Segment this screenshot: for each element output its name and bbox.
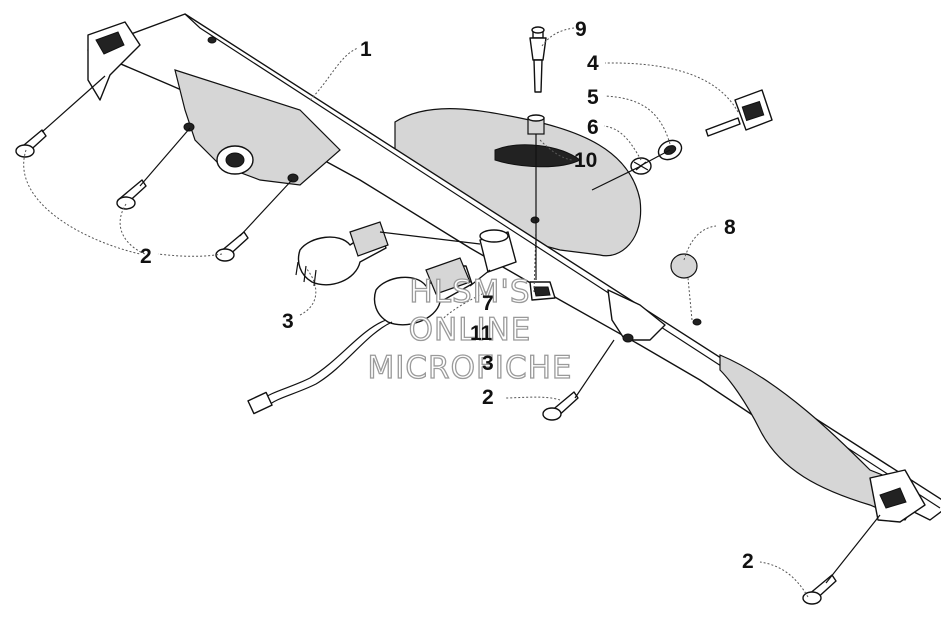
leader-lines xyxy=(23,27,881,598)
callout-10: 10 xyxy=(574,149,597,172)
screw-icon xyxy=(215,231,249,262)
screw-icon xyxy=(15,129,47,158)
screw-icon xyxy=(116,179,147,210)
callout-3-left: 3 xyxy=(282,310,294,333)
switch-upper xyxy=(295,221,389,287)
pin xyxy=(529,26,547,93)
key-icon xyxy=(705,89,773,137)
plug-cap xyxy=(670,253,698,279)
callout-2-left: 2 xyxy=(140,245,152,268)
callout-11: 11 xyxy=(470,322,493,345)
callout-7: 7 xyxy=(482,292,494,315)
callout-5: 5 xyxy=(587,86,599,109)
callout-8: 8 xyxy=(724,216,736,239)
callout-2-middle: 2 xyxy=(482,386,494,409)
bushing xyxy=(479,229,517,273)
watermark-line2: ONLINE xyxy=(409,312,532,348)
watermark-line1: HLSM'S xyxy=(409,274,530,310)
screw-icon xyxy=(542,391,579,421)
callout-6: 6 xyxy=(587,116,599,139)
callout-9: 9 xyxy=(575,18,587,41)
callout-1: 1 xyxy=(360,38,372,61)
callout-4: 4 xyxy=(587,52,599,75)
watermark-line3: MICROFICHE xyxy=(368,350,573,386)
callout-3-middle: 3 xyxy=(482,352,494,375)
spacer xyxy=(527,114,545,135)
switch-lower xyxy=(247,257,473,415)
screw-icon xyxy=(802,574,837,605)
callout-2-right: 2 xyxy=(742,550,754,573)
retainer-clip xyxy=(529,281,556,301)
handlebar-cover xyxy=(87,13,941,523)
